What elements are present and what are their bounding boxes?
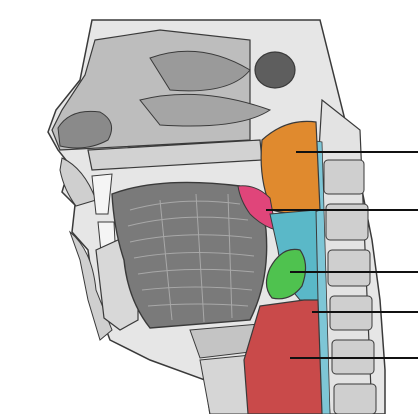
lower-lip bbox=[68, 230, 113, 341]
nostril-shape bbox=[57, 110, 113, 149]
upper-tooth bbox=[91, 173, 113, 215]
upper-lip bbox=[59, 157, 97, 207]
laryngopharynx-region bbox=[243, 299, 323, 414]
epiglottis-region bbox=[265, 248, 307, 300]
nasal-cavity-icon bbox=[139, 50, 296, 127]
spine-icon bbox=[315, 98, 377, 414]
label-leader-lines bbox=[266, 151, 418, 359]
soft-palate-region bbox=[237, 185, 277, 231]
tongue-icon bbox=[111, 181, 268, 329]
